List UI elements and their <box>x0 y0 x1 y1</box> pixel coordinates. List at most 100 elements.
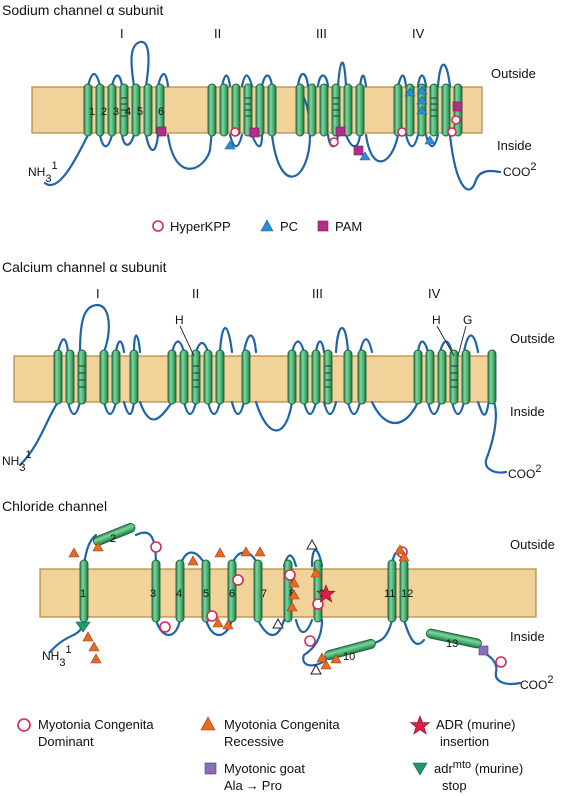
sodium-segment <box>441 83 451 137</box>
recessive-marker <box>92 541 104 552</box>
recessive-marker <box>212 617 224 628</box>
pc-legend-label: PC <box>280 219 298 234</box>
goat-legend-line1: Myotonic goat <box>224 761 305 776</box>
calcium-segment <box>449 349 459 405</box>
hyperkpp-marker <box>397 127 407 137</box>
chloride-segment-label: 2 <box>110 533 116 545</box>
pam-legend-icon <box>317 220 329 232</box>
recessive-marker <box>316 652 328 663</box>
chloride-segment-label: 5 <box>203 588 209 600</box>
sodium-segment <box>267 83 277 137</box>
calcium-segment <box>203 349 213 405</box>
pam-marker <box>249 127 260 138</box>
sodium-domain-iii: III <box>316 26 327 41</box>
calcium-domain-i: I <box>96 286 100 301</box>
adr-legend-line1: ADR (murine) <box>436 717 515 732</box>
sodium-segment <box>355 83 365 137</box>
goat-legend-line2: Ala→Pro <box>224 778 282 793</box>
chloride-segment <box>324 638 376 660</box>
dominant-legend-icon <box>17 718 31 732</box>
sodium-segment <box>143 83 153 137</box>
chloride-outside-label: Outside <box>510 537 555 552</box>
recessive-marker <box>398 551 410 562</box>
chloride-segment-label: 1 <box>80 588 86 600</box>
chloride-mutations <box>68 538 507 675</box>
sodium-segment <box>83 83 93 137</box>
calcium-h-pointer-ii <box>179 325 195 357</box>
sodium-segments <box>83 83 463 137</box>
other-mutation-marker <box>306 538 318 550</box>
recessive-marker <box>394 544 406 555</box>
chloride-title: Chloride channel <box>2 498 107 514</box>
calcium-backbone <box>18 303 508 474</box>
calcium-segment <box>413 349 423 405</box>
chloride-legend: Myotonia Congenita Dominant Myotonia Con… <box>17 715 523 793</box>
pam-marker <box>452 101 463 112</box>
adrmto-legend-line1: adrmto (murine) <box>434 759 523 776</box>
dominant-marker <box>206 610 218 622</box>
adrmto-legend-icon <box>412 762 428 776</box>
chloride-segment <box>387 559 397 623</box>
recessive-marker <box>90 653 102 664</box>
sodium-backbone <box>43 40 502 191</box>
pc-marker <box>416 95 428 105</box>
sodium-segment <box>319 83 329 137</box>
goat-marker <box>478 645 489 656</box>
sodium-inside-label: Inside <box>497 138 532 153</box>
calcium-domain-iv: IV <box>428 286 441 301</box>
other-mutation-marker <box>310 663 322 675</box>
hyperkpp-legend-icon <box>152 220 164 232</box>
other-mutation-marker <box>272 617 284 629</box>
calcium-segment <box>357 349 367 405</box>
recessive-marker <box>288 589 300 600</box>
sodium-outside-label: Outside <box>491 66 536 81</box>
chloride-segment-label: 3 <box>150 588 156 600</box>
sodium-segment <box>295 83 305 137</box>
dominant-marker <box>495 656 507 668</box>
chloride-n-terminus: NH31 <box>42 644 72 669</box>
calcium-segment <box>323 349 333 405</box>
sodium-segment-label: 6 <box>158 106 164 118</box>
recessive-marker <box>82 631 94 642</box>
sodium-title: Sodium channel α subunit <box>2 2 164 18</box>
calcium-segment <box>425 349 435 405</box>
recessive-marker <box>286 601 298 612</box>
calcium-segment <box>461 349 471 405</box>
sodium-segment-label: 3 <box>113 106 119 118</box>
pam-marker <box>335 126 346 137</box>
pc-marker <box>424 135 436 145</box>
sodium-segment <box>343 83 353 137</box>
sodium-segment <box>219 83 229 137</box>
recessive-marker <box>320 659 332 670</box>
calcium-h-label-iv: H <box>432 313 441 327</box>
chloride-c-terminus: COO2 <box>520 674 553 692</box>
calcium-domain-iii: III <box>312 286 323 301</box>
calcium-h-pointer-iv <box>436 325 455 357</box>
calcium-segment <box>179 349 189 405</box>
hyperkpp-marker <box>447 127 457 137</box>
calcium-segment <box>299 349 309 405</box>
sodium-c-terminus: COO2 <box>503 161 536 179</box>
calcium-segment <box>77 349 87 405</box>
chloride-inside-label: Inside <box>510 629 545 644</box>
calcium-segment <box>241 349 251 405</box>
sodium-panel: Sodium channel α subunit I II III IV Out… <box>2 2 536 234</box>
recessive-legend-line1: Myotonia Congenita <box>224 717 340 732</box>
sodium-domain-iv: IV <box>412 26 425 41</box>
dominant-legend-line1: Myotonia Congenita <box>38 717 154 732</box>
chloride-segment-label: 6 <box>229 588 235 600</box>
recessive-marker <box>88 641 100 652</box>
dominant-marker <box>232 574 244 586</box>
recessive-legend-line2: Recessive <box>224 734 284 749</box>
calcium-domain-ii: II <box>192 286 199 301</box>
sodium-segment <box>405 83 415 137</box>
sodium-voltage-sensor-rungs <box>121 97 437 117</box>
sodium-domain-ii: II <box>214 26 221 41</box>
dominant-marker <box>159 621 171 633</box>
chloride-segment <box>93 522 136 546</box>
recessive-marker <box>222 619 234 630</box>
calcium-segment <box>191 349 201 405</box>
pam-marker <box>156 126 167 137</box>
recessive-marker <box>288 577 300 588</box>
